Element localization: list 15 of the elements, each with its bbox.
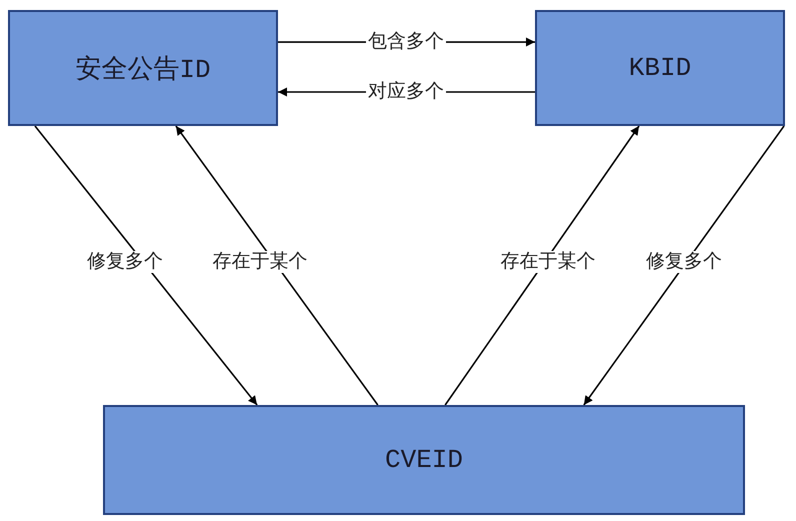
- edge-label: 存在于某个: [498, 251, 598, 273]
- process-box: [535, 10, 785, 126]
- box-label: KBID: [628, 53, 692, 83]
- arrow: [34, 126, 258, 406]
- arrow: [444, 126, 640, 406]
- process-box: [103, 405, 745, 515]
- edge-label: 修复多个: [644, 251, 724, 273]
- edge-label: 修复多个: [85, 251, 165, 273]
- box-label: CVEID: [384, 445, 463, 475]
- arrow: [583, 126, 785, 406]
- edge-label: 包含多个: [366, 31, 446, 53]
- arrow: [175, 126, 378, 406]
- process-box: [8, 10, 278, 126]
- edge-label: 存在于某个: [210, 251, 310, 273]
- box-label: 安全公告ID: [75, 54, 211, 86]
